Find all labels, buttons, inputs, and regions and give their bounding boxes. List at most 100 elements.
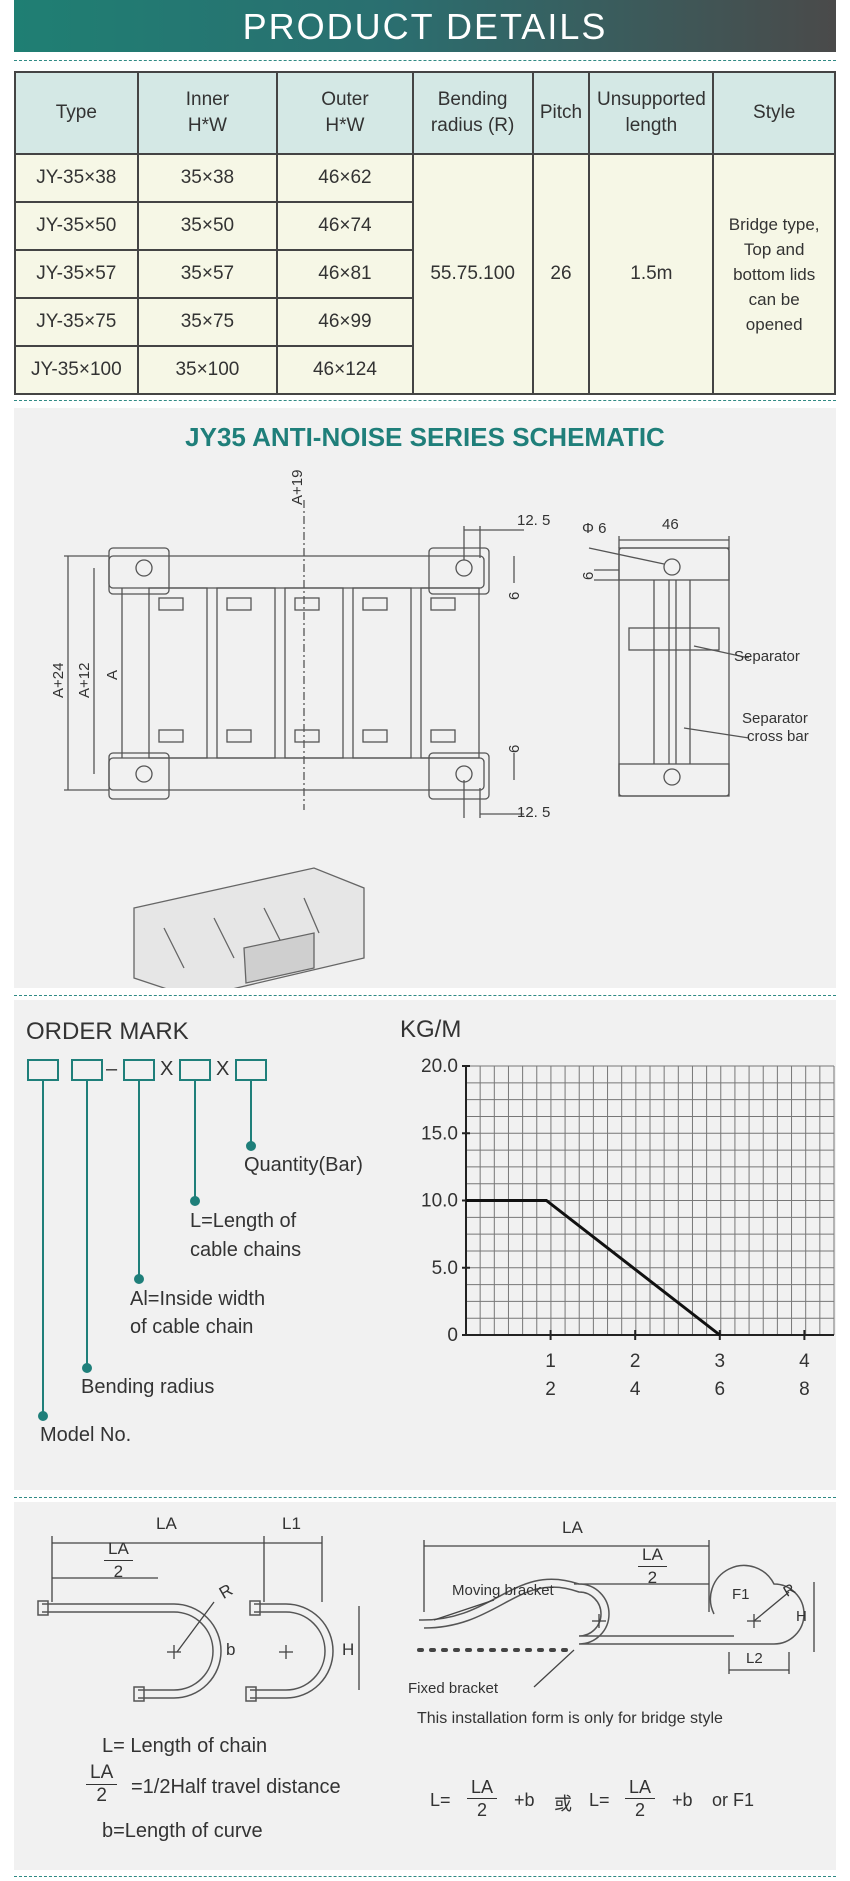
formula-plus-b: +b: [672, 1790, 693, 1810]
pitch-cell: 26: [531, 153, 591, 395]
cross-bar-label: Separator: [742, 710, 808, 727]
outer-cell: 46×99: [276, 297, 414, 347]
x-tick-label-secondary: 8: [799, 1379, 810, 1400]
schematic-title: JY35 ANTI-NOISE SERIES SCHEMATIC: [185, 422, 665, 452]
fixed-bracket-label: Fixed bracket: [408, 1680, 499, 1697]
separator-label: Separator: [734, 648, 800, 665]
y-tick-label: 0: [447, 1325, 458, 1346]
order-item-inside-width: of cable chain: [130, 1316, 254, 1338]
x-tick-label-secondary: 6: [715, 1379, 726, 1400]
installation-panel: LA L1 LA 2 R b H LA LA 2 Moving bracket …: [14, 1502, 836, 1870]
dim-label: F1: [732, 1586, 750, 1603]
table-row: JY-35×38 35×38 46×62 55.75.100 26 1.5m B…: [14, 153, 836, 395]
dim-label: H: [342, 1640, 355, 1659]
unsupported-length-cell: 1.5m: [588, 153, 715, 395]
cross-bar-label: cross bar: [747, 728, 809, 745]
fraction: LA 2: [467, 1776, 498, 1821]
col-header-unsupported: Unsupported length: [588, 71, 715, 155]
page-title-banner: PRODUCT DETAILS: [14, 0, 836, 52]
chain-link: [284, 587, 344, 759]
order-separator: X: [216, 1058, 230, 1080]
dim-label: L1: [282, 1514, 301, 1533]
formula-plus-b: +b: [514, 1790, 535, 1810]
outer-cell: 46×74: [276, 201, 414, 251]
col-header-outer: Outer H*W: [276, 71, 414, 155]
schematic-panel: JY35 ANTI-NOISE SERIES SCHEMATIC: [14, 408, 836, 988]
installation-diagram: [37, 1536, 815, 1702]
dim-label: A: [104, 669, 121, 680]
dim-label: 6: [506, 591, 523, 600]
x-tick-label: 1: [545, 1351, 556, 1372]
page-title: PRODUCT DETAILS: [242, 6, 608, 47]
divider: [14, 60, 836, 61]
type-cell: JY-35×38: [14, 153, 139, 203]
chain-link: [420, 587, 480, 759]
fraction-numerator: LA: [86, 1762, 118, 1785]
divider: [14, 1497, 836, 1498]
inner-cell: 35×100: [136, 345, 279, 395]
table-header-row: Type Inner H*W Outer H*W Bending radius …: [14, 71, 836, 155]
fraction-numerator: LA: [467, 1776, 498, 1799]
type-cell: JY-35×50: [14, 201, 139, 251]
fraction-denominator: 2: [96, 1785, 107, 1806]
order-item-length: L=Length of: [190, 1210, 297, 1232]
order-item-quantity: Quantity(Bar): [244, 1154, 363, 1176]
outer-cell: 46×81: [276, 249, 414, 299]
order-item-inside-width: Al=Inside width: [130, 1288, 266, 1310]
col-header-pitch: Pitch: [531, 71, 591, 155]
x-tick-label: 3: [715, 1351, 726, 1372]
x-tick-label-secondary: 2: [545, 1379, 556, 1400]
y-tick-label: 20.0: [421, 1056, 458, 1077]
formula-l: L=: [430, 1790, 451, 1810]
bridge-style-note: This installation form is only for bridg…: [417, 1710, 723, 1727]
formula-l: L=: [589, 1790, 610, 1810]
chain-schematic-drawing: [64, 500, 750, 988]
fraction-denominator: 2: [635, 1800, 646, 1820]
fraction-numerator: LA: [638, 1544, 667, 1567]
inner-cell: 35×75: [136, 297, 279, 347]
dim-label: Φ 6: [582, 520, 607, 537]
style-cell: Bridge type, Top and bottom lids can be …: [712, 153, 836, 395]
fraction-numerator: LA: [104, 1538, 133, 1561]
chain-link: [148, 587, 208, 759]
dim-label: LA: [562, 1518, 583, 1537]
bending-radius-cell: 55.75.100: [411, 153, 534, 395]
y-tick-label: 10.0: [421, 1191, 458, 1212]
chain-link: [216, 587, 276, 759]
col-header-inner: Inner H*W: [136, 71, 279, 155]
table-row: JY-35×50 35×50 46×74: [14, 201, 835, 251]
dim-label: A+24: [50, 662, 67, 698]
inner-cell: 35×50: [136, 201, 279, 251]
inner-cell: 35×57: [136, 249, 279, 299]
col-header-type: Type: [14, 71, 139, 155]
table-row: JY-35×75 35×75 46×99: [14, 297, 835, 347]
dim-label: A+12: [76, 662, 93, 698]
y-tick-label: 5.0: [432, 1258, 458, 1279]
legend-half-travel: =1/2Half travel distance: [131, 1776, 341, 1798]
divider: [14, 1876, 836, 1877]
dim-label: LA: [156, 1514, 177, 1533]
y-tick-label: 15.0: [421, 1123, 458, 1144]
order-item-model: Model No.: [40, 1424, 132, 1446]
order-chart-panel: ORDER MARK – X X Quantity(Bar) L=Length …: [14, 1000, 836, 1490]
spec-table: Type Inner H*W Outer H*W Bending radius …: [14, 71, 836, 395]
dim-label: 12. 5: [517, 804, 551, 821]
formula-or-f1: or F1: [712, 1790, 755, 1810]
table-row: JY-35×57 35×57 46×81: [14, 249, 835, 299]
x-tick-label: 2: [630, 1351, 641, 1372]
dim-label: A+19: [289, 469, 306, 505]
table-row: JY-35×100 35×100 46×124: [14, 345, 835, 395]
dim-label: 6: [506, 744, 523, 753]
chain-3d-render: [133, 867, 365, 988]
dim-label: H: [796, 1608, 807, 1625]
chain-drawing: [418, 1564, 805, 1645]
fraction-denominator: 2: [647, 1568, 658, 1587]
fraction-denominator: 2: [477, 1800, 488, 1820]
type-cell: JY-35×100: [14, 345, 139, 395]
divider: [14, 995, 836, 996]
legend-curve: b=Length of curve: [102, 1820, 263, 1842]
chain-drawing: [37, 1600, 334, 1702]
order-separator: X: [160, 1058, 174, 1080]
x-tick-label: 4: [799, 1351, 810, 1372]
